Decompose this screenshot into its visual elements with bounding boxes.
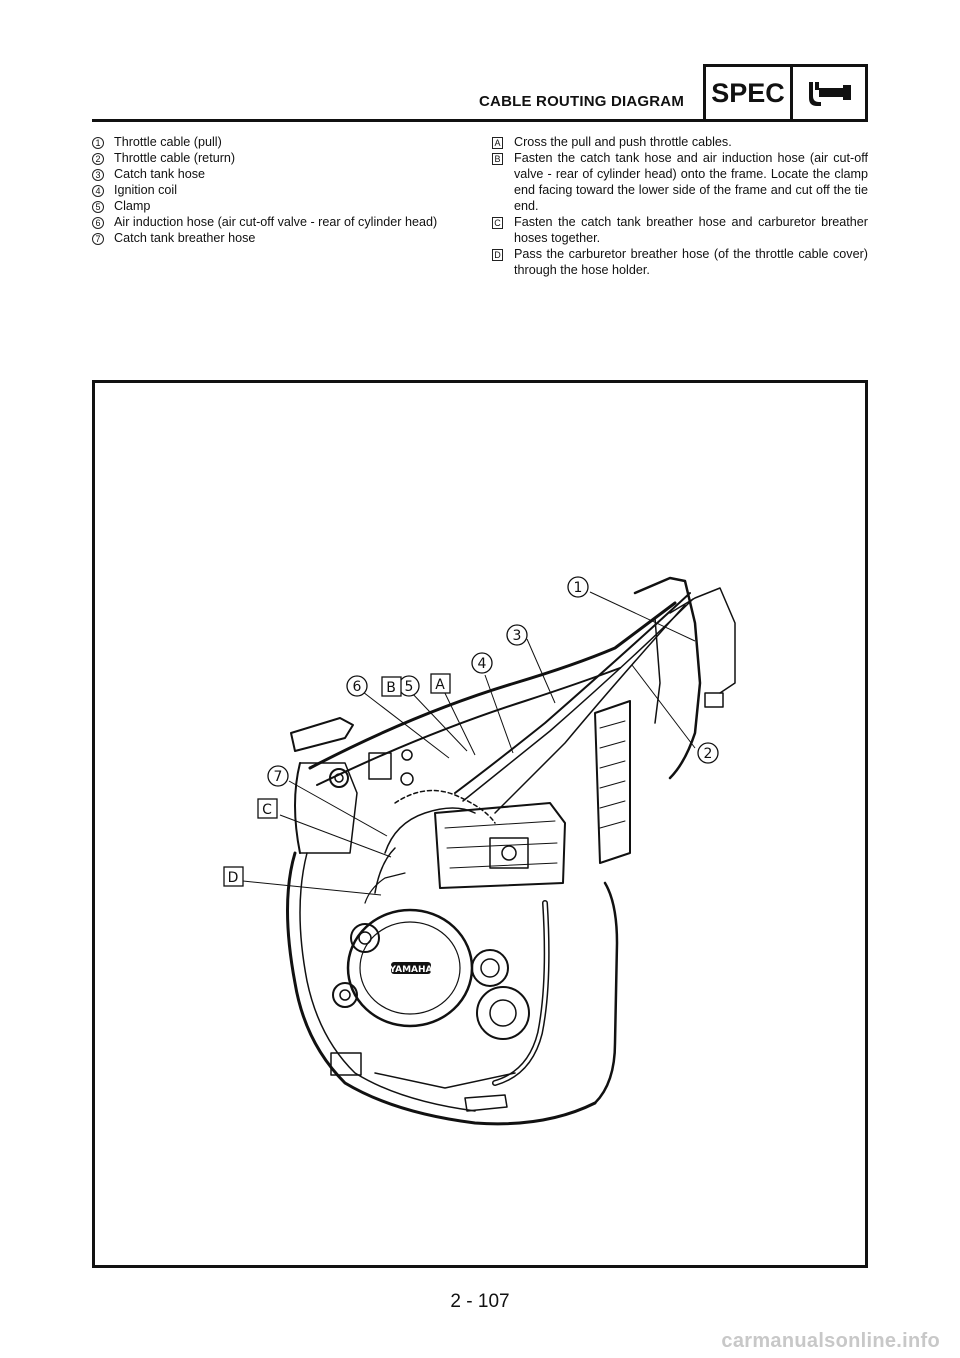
legend-text: Pass the carburetor breather hose (of th… bbox=[514, 247, 868, 277]
svg-text:4: 4 bbox=[478, 656, 487, 672]
svg-text:5: 5 bbox=[405, 679, 414, 695]
svg-text:D: D bbox=[228, 870, 239, 886]
legend-text: Ignition coil bbox=[114, 183, 178, 197]
callout-3: 3 bbox=[506, 624, 528, 646]
callout-5: 5 bbox=[398, 675, 420, 697]
callout-4: 4 bbox=[471, 652, 493, 674]
header-rule bbox=[92, 119, 868, 122]
section-badge: SPEC bbox=[703, 64, 868, 122]
engine-label: YAMAHA bbox=[388, 965, 432, 975]
callout-D: D bbox=[223, 866, 244, 887]
legend-item: 5 Clamp bbox=[92, 198, 462, 214]
page-title: CABLE ROUTING DIAGRAM bbox=[479, 93, 685, 110]
callout-B: B bbox=[381, 676, 402, 697]
legend-text: Fasten the catch tank breather hose and … bbox=[514, 215, 868, 245]
engine-diagram: YAMAHA bbox=[223, 576, 736, 1126]
callout-badge: D bbox=[492, 249, 503, 261]
legend-text: Clamp bbox=[114, 199, 151, 213]
callout-2: 2 bbox=[697, 742, 719, 764]
legend-item: B Fasten the catch tank hose and air indu… bbox=[492, 150, 868, 214]
legend-text: Catch tank breather hose bbox=[114, 231, 256, 245]
svg-text:6: 6 bbox=[353, 679, 362, 695]
callout-badge: B bbox=[492, 153, 503, 165]
legend-item: 7 Catch tank breather hose bbox=[92, 230, 462, 246]
callout-1: 1 bbox=[567, 576, 589, 598]
legend-text: Air induction hose (air cut-off valve - … bbox=[114, 215, 438, 229]
svg-text:3: 3 bbox=[513, 628, 522, 644]
legend-text: Catch tank hose bbox=[114, 167, 206, 181]
legend-item: D Pass the carburetor breather hose (of t… bbox=[492, 246, 868, 278]
callout-badge: 6 bbox=[92, 217, 104, 229]
callout-badge: 7 bbox=[92, 233, 104, 245]
callout-badge: C bbox=[492, 217, 503, 229]
callout-badge: 2 bbox=[92, 153, 104, 165]
legend-item: A Cross the pull and push throttle cables… bbox=[492, 134, 868, 150]
callout-badge: 3 bbox=[92, 169, 104, 181]
callout-7: 7 bbox=[267, 765, 289, 787]
svg-text:2: 2 bbox=[704, 746, 713, 762]
legend-item: 1 Throttle cable (pull) bbox=[92, 134, 462, 150]
diagram-frame: YAMAHA bbox=[92, 380, 868, 1268]
svg-text:B: B bbox=[386, 680, 396, 696]
callout-C: C bbox=[257, 798, 278, 819]
legend-item: 6 Air induction hose (air cut-off valve -… bbox=[92, 214, 462, 230]
legend-text: Throttle cable (return) bbox=[114, 151, 236, 165]
callout-badge: 4 bbox=[92, 185, 104, 197]
spec-label: SPEC bbox=[706, 67, 793, 119]
legend-lettered: A Cross the pull and push throttle cables… bbox=[492, 134, 868, 278]
watermark: carmanualsonline.info bbox=[721, 1330, 940, 1352]
legend-item: 3 Catch tank hose bbox=[92, 166, 462, 182]
legend-item: 2 Throttle cable (return) bbox=[92, 150, 462, 166]
legend-numbered: 1 Throttle cable (pull) 2 Throttle cable (… bbox=[92, 134, 462, 246]
page-number: 2 - 107 bbox=[450, 1291, 510, 1312]
svg-text:7: 7 bbox=[274, 769, 283, 785]
legend-text: Cross the pull and push throttle cables. bbox=[514, 135, 732, 149]
svg-text:1: 1 bbox=[574, 580, 583, 596]
callout-badge: 1 bbox=[92, 137, 104, 149]
legend-text: Fasten the catch tank hose and air induc… bbox=[514, 151, 868, 213]
legend-item: 4 Ignition coil bbox=[92, 182, 462, 198]
legend-item: C Fasten the catch tank breather hose and… bbox=[492, 214, 868, 246]
callout-A: A bbox=[430, 673, 451, 694]
legend-text: Throttle cable (pull) bbox=[114, 135, 222, 149]
svg-text:A: A bbox=[435, 677, 445, 693]
callout-badge: A bbox=[492, 137, 503, 149]
callout-6: 6 bbox=[346, 675, 368, 697]
svg-text:C: C bbox=[262, 802, 272, 818]
callout-badge: 5 bbox=[92, 201, 104, 213]
wrench-icon bbox=[793, 67, 865, 119]
